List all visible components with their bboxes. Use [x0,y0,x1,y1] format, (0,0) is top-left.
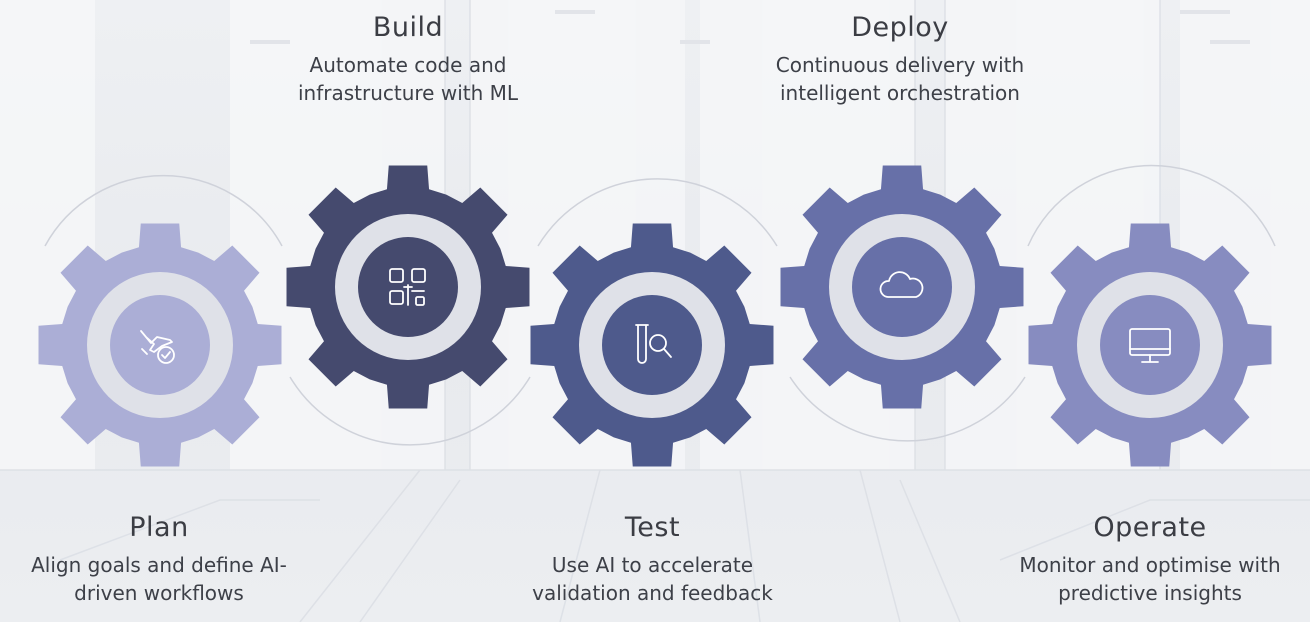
gear-test-core [602,295,702,395]
gear-deploy [780,165,1024,409]
qr-code-icon [389,268,426,306]
stage-deploy-desc-line-1: Continuous delivery with [775,53,1025,77]
stage-operate-label: Operate Monitor and optimise with predic… [990,512,1310,607]
stage-plan-desc-line-2: driven workflows [74,581,244,605]
stage-test-label: Test Use AI to accelerate validation and… [500,512,805,607]
plane-check-icon [140,330,175,364]
stage-test-desc-line-1: Use AI to accelerate [551,553,754,577]
arc-operate [1027,164,1276,247]
stage-test-title: Test [624,512,681,543]
stage-build-title: Build [372,12,444,43]
gear-build [286,165,530,409]
stage-deploy-desc-line-2: intelligent orchestration [780,81,1020,105]
monitor-icon [1129,328,1171,363]
gear-deploy-core [852,237,952,337]
test-tube-search-icon [635,324,672,364]
arc-deploy [789,376,1026,442]
gear-plan [38,223,282,467]
gear-operate [1028,223,1272,467]
stage-build-desc-line-1: Automate code and [309,53,507,77]
gear-test [530,223,774,467]
cloud-icon [879,271,924,298]
stage-plan-title: Plan [129,512,189,543]
arc-build [289,376,531,446]
stage-operate-title: Operate [1093,512,1207,543]
stage-operate-desc-line-2: predictive insights [1058,581,1242,605]
stage-build-desc-line-2: infrastructure with ML [297,81,519,105]
stage-test-desc-line-2: validation and feedback [532,581,773,605]
stage-plan-desc-line-1: Align goals and define AI- [31,553,287,577]
arc-test [537,178,778,247]
gear-plan-core [110,295,210,395]
stage-deploy-title: Deploy [851,12,949,43]
stage-build-label: Build Automate code and infrastructure w… [258,12,558,107]
arc-plan [44,174,283,247]
gear-operate-core [1100,295,1200,395]
stage-operate-desc-line-1: Monitor and optimise with [1019,553,1281,577]
stage-deploy-label: Deploy Continuous delivery with intellig… [735,12,1065,107]
stage-plan-label: Plan Align goals and define AI- driven w… [0,512,318,607]
